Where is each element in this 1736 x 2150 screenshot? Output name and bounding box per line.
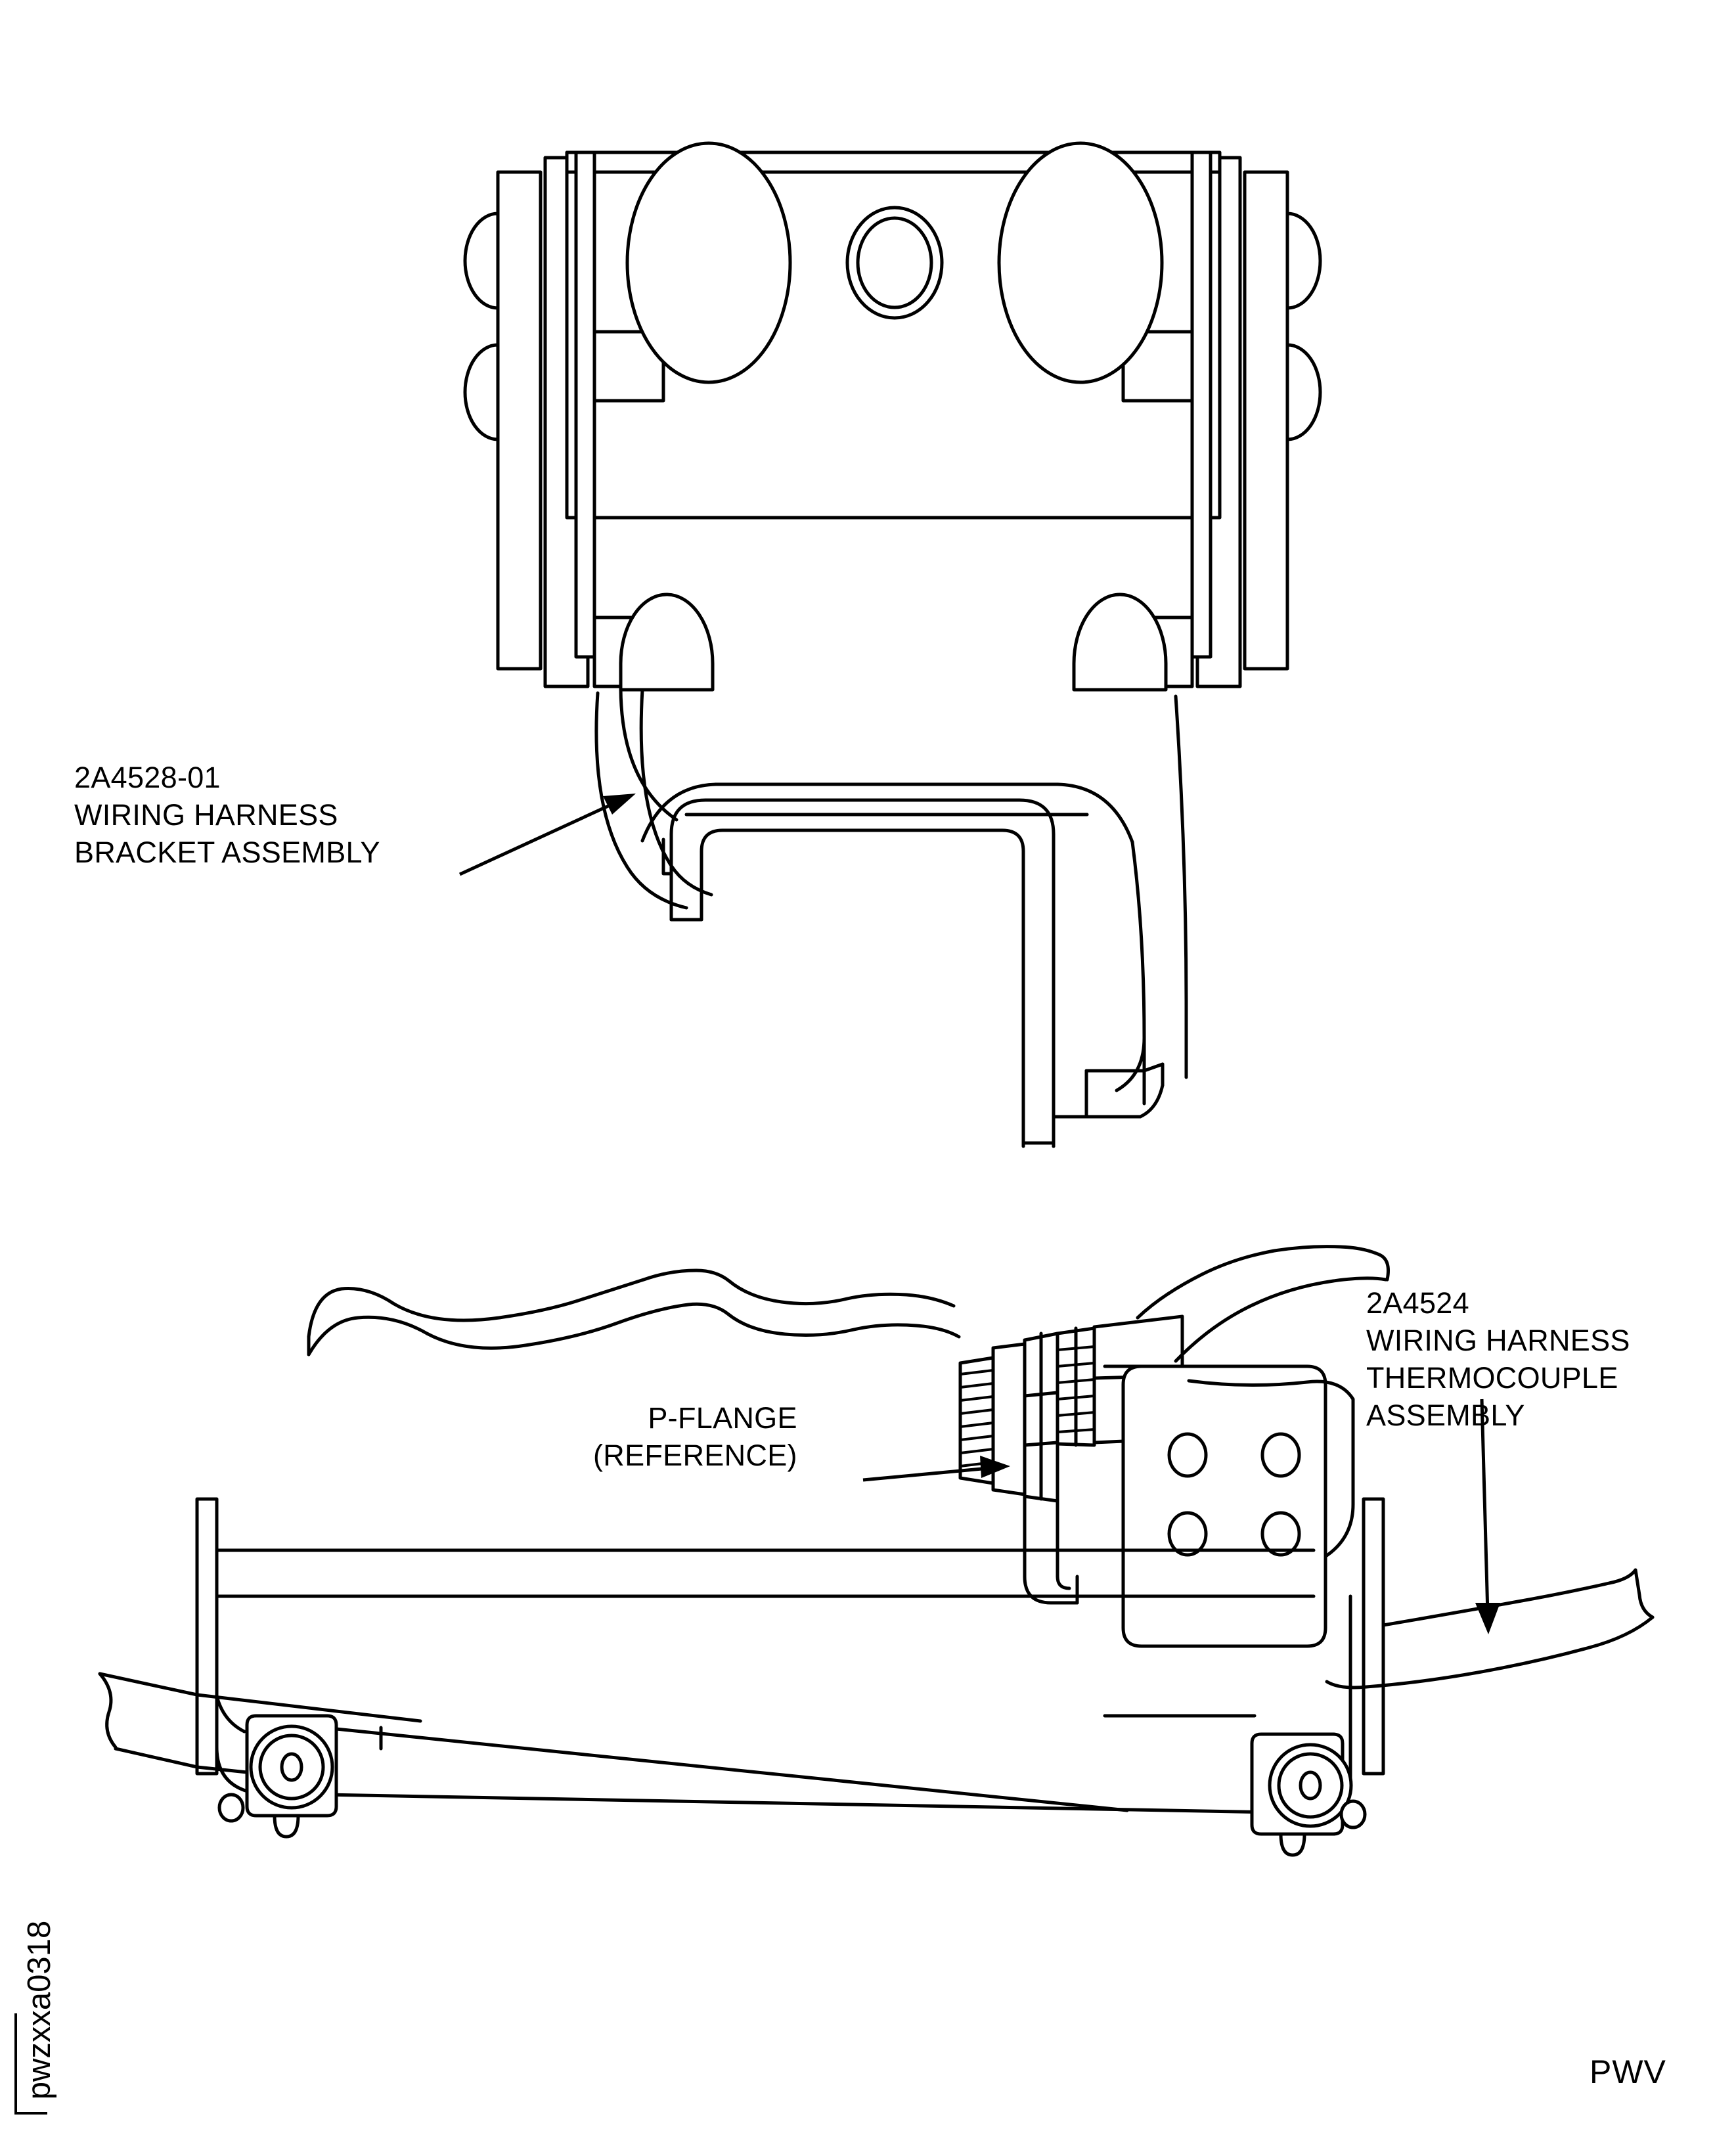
hood-left-edge — [619, 686, 679, 822]
corner-blob-right — [1072, 593, 1168, 692]
left-boss-bore — [280, 1752, 303, 1782]
sheet-code: PWV — [1590, 2053, 1666, 2090]
right-strip-break — [1634, 1568, 1655, 1619]
leader-thermo — [1480, 1399, 1490, 1615]
left-outer-strap — [496, 170, 543, 671]
flange-right-end-plate — [1362, 1497, 1385, 1776]
wireform-outer-top — [669, 798, 1056, 912]
callout-pflange-line2: (REFERENCE) — [593, 1439, 797, 1472]
lower-view-thermocouple-assembly — [98, 1245, 1655, 1857]
left-boss-tab — [273, 1814, 300, 1839]
left-strip-top — [98, 1672, 422, 1723]
harness-cable-bottom-outline — [307, 1302, 961, 1356]
plate-side-wrap-outer — [1187, 1379, 1355, 1557]
callout-thermocouple-assembly: 2A4524 WIRING HARNESS THERMOCOUPLE ASSEM… — [1366, 1284, 1630, 1434]
outer-u-left-outer-edge — [639, 688, 713, 897]
callout-bracket-line2: BRACKET ASSEMBLY — [74, 836, 380, 869]
plate-hole-upper-right — [1260, 1432, 1301, 1478]
foot-bevel — [1142, 1062, 1165, 1073]
left-boss-small-hole — [217, 1793, 245, 1823]
callout-thermo-partnumber: 2A4524 — [1366, 1286, 1469, 1320]
left-lug-upper — [463, 212, 500, 310]
right-boss-bore — [1299, 1770, 1322, 1801]
left-small-step — [661, 838, 673, 876]
body-right-rail — [1190, 150, 1213, 659]
flange-lower-left-fillet — [215, 1694, 246, 1734]
right-outer-strap — [1243, 170, 1289, 671]
callout-pflange-line1: P-FLANGE — [648, 1401, 797, 1435]
outer-u-left-inner-edge — [594, 691, 688, 910]
outer-u-right-outer-edge — [1130, 840, 1146, 1106]
leader-pflange — [862, 1466, 996, 1482]
callout-bracket-partnumber: 2A4528-01 — [74, 761, 221, 794]
plate-hole-lower-left — [1167, 1511, 1208, 1557]
arrowhead-pflange — [980, 1456, 1010, 1478]
right-strip-top — [1381, 1568, 1637, 1627]
corner-blob-left — [619, 593, 715, 692]
right-lug-lower — [1285, 343, 1322, 441]
left-strip-bottom-c — [195, 1765, 249, 1774]
plate-hole-upper-left — [1167, 1432, 1208, 1478]
hood-right-curve — [1056, 782, 1134, 844]
callout-thermo-line2: THERMOCOUPLE — [1366, 1361, 1618, 1395]
callout-bracket-line1: WIRING HARNESS — [74, 798, 338, 832]
arrowhead-thermo — [1475, 1603, 1500, 1634]
flange-left-end-plate — [195, 1497, 219, 1776]
boss-tab-upper-right — [1121, 330, 1194, 403]
leader-bracket — [458, 797, 625, 876]
upper-view-bracket-assembly — [463, 141, 1322, 1148]
right-strip-join — [1325, 1680, 1368, 1690]
foot-right-curve — [1138, 1083, 1165, 1119]
inner-diagonal-rib-top — [334, 1727, 1129, 1812]
leader-lines — [458, 794, 1500, 1634]
corner-registration-mark — [14, 2013, 47, 2115]
right-strip-bottom — [1364, 1615, 1655, 1689]
connector-shoulder — [991, 1342, 1027, 1496]
angled-cable-cap — [1377, 1253, 1390, 1282]
outer-u-right-far-edge — [1174, 694, 1188, 1079]
callout-bracket-assembly: 2A4528-01 WIRING HARNESS BRACKET ASSEMBL… — [74, 759, 380, 871]
left-strip-break — [98, 1672, 118, 1751]
right-lug-upper — [1285, 212, 1322, 310]
right-boss-small-hole — [1339, 1799, 1367, 1829]
left-lug-lower — [463, 343, 500, 441]
wireform-inner-top — [700, 828, 1025, 912]
callout-p-flange: P-FLANGE (REFERENCE) — [593, 1399, 797, 1474]
hood-left-curve — [640, 782, 718, 843]
mounting-plate — [1103, 1364, 1327, 1648]
connector-strap-foot-inner — [1056, 1575, 1071, 1590]
harness-cable-top-outline — [307, 1268, 956, 1339]
center-hole-inner — [856, 216, 933, 309]
right-boss-tab — [1279, 1832, 1306, 1857]
angled-cable-bottom — [1174, 1276, 1388, 1363]
relief-oval-left — [625, 141, 792, 384]
relief-oval-right — [997, 141, 1164, 384]
plate-hole-lower-right — [1260, 1511, 1301, 1557]
arrowhead-bracket — [603, 794, 636, 815]
callout-thermo-line3: ASSEMBLY — [1366, 1399, 1525, 1432]
callout-thermo-line1: WIRING HARNESS — [1366, 1324, 1630, 1357]
body-left-rail — [574, 150, 596, 659]
angled-cable-top — [1136, 1245, 1381, 1320]
left-strip-bottom-a — [114, 1747, 199, 1769]
